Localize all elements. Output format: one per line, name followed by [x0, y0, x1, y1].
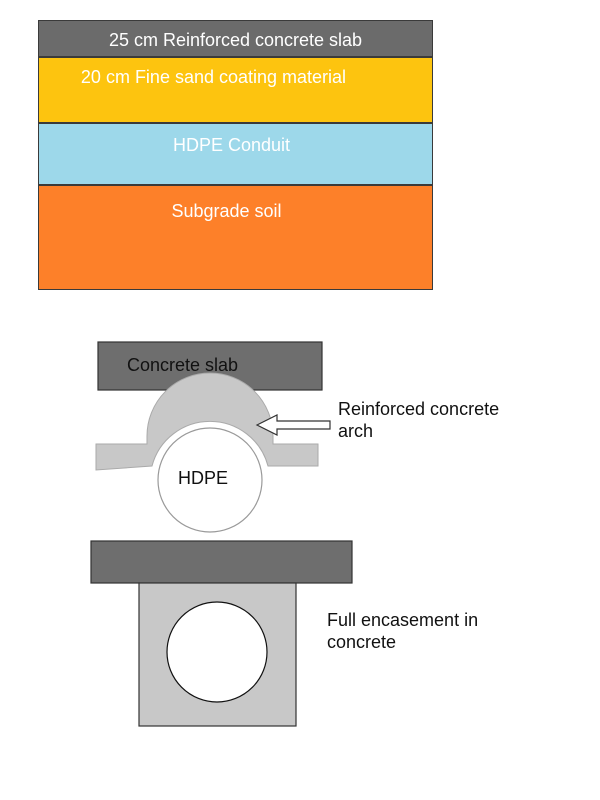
hdpe-pipe-circle: [157, 427, 263, 533]
encasement-label-line1: Full encasement in: [327, 610, 478, 630]
layer-subgrade-soil-label: Subgrade soil: [171, 201, 282, 221]
callout-arrow-icon: [255, 414, 331, 436]
arch-callout-line2: arch: [338, 421, 373, 441]
arch-slab-label: Concrete slab: [127, 355, 238, 375]
layer-subgrade-soil: Subgrade soil: [38, 185, 433, 290]
layer-fine-sand: 20 cm Fine sand coating material: [38, 57, 433, 123]
encased-pipe-circle: [166, 601, 268, 703]
arch-callout-line1: Reinforced concrete: [338, 399, 499, 419]
encasement-label-line2: concrete: [327, 632, 396, 652]
layer-concrete-slab-label: 25 cm Reinforced concrete slab: [108, 30, 363, 50]
hdpe-pipe-label: HDPE: [178, 468, 228, 488]
layer-hdpe-conduit-label: HDPE Conduit: [172, 135, 291, 155]
layer-concrete-slab: 25 cm Reinforced concrete slab: [38, 20, 433, 57]
encasement-concrete-slab: [90, 540, 353, 584]
layer-fine-sand-label: 20 cm Fine sand coating material: [80, 67, 347, 87]
layer-hdpe-conduit: HDPE Conduit: [38, 123, 433, 185]
reinforced-concrete-arch: [95, 372, 319, 471]
